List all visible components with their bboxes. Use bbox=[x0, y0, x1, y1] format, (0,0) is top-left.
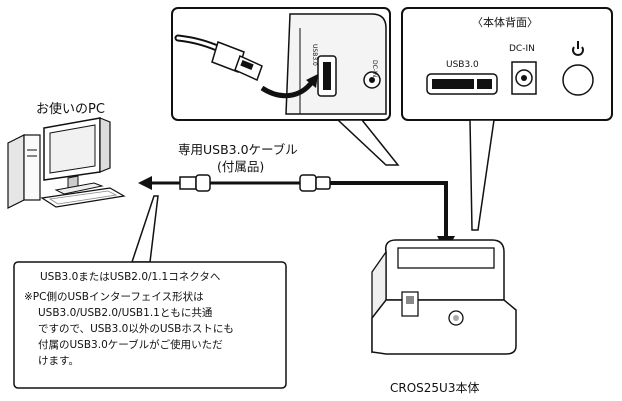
power-icon bbox=[572, 41, 584, 56]
callout-pointer bbox=[130, 195, 159, 263]
callout-note-line: ※PC側のUSBインターフェイス形状は bbox=[24, 291, 204, 303]
device-label: CROS25U3本体 bbox=[390, 381, 480, 395]
callout-box bbox=[13, 261, 287, 389]
back-usb-label: USB3.0 bbox=[446, 60, 479, 70]
back-panel-title: 〈本体背面〉 bbox=[472, 16, 538, 29]
callout-note-line: 付属のUSB3.0ケーブルがご使用いただ bbox=[38, 339, 223, 351]
callout-connector-text: USB3.0またはUSB2.0/1.1コネクタへ bbox=[40, 271, 221, 283]
cable-label: 専用USB3.0ケーブル bbox=[178, 142, 298, 157]
back-panel-box bbox=[401, 7, 613, 231]
port-closeup-panel bbox=[171, 7, 400, 166]
closeup-usb-label: USB3.0 bbox=[311, 44, 318, 66]
callout-note-line: USB3.0/USB2.0/USB1.1ともに共通 bbox=[38, 307, 213, 319]
pc-label: お使いのPC bbox=[36, 102, 105, 117]
callout-note-line: けます。 bbox=[38, 355, 79, 367]
docking-station bbox=[371, 239, 517, 355]
cable-label-accessory: (付属品) bbox=[217, 159, 265, 174]
back-dcin-label: DC-IN bbox=[509, 44, 535, 54]
closeup-dcin-label: DC-IN bbox=[371, 60, 378, 78]
pc-illustration bbox=[7, 117, 126, 209]
callout-note-line: ですので、USB3.0以外のUSBホストにも bbox=[38, 323, 234, 335]
